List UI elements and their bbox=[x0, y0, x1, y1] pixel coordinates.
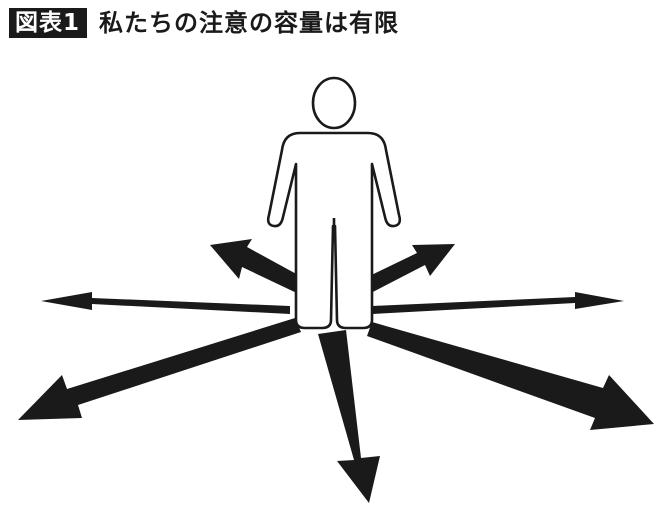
arrow-upper-left bbox=[210, 239, 311, 296]
arrow-down bbox=[318, 330, 380, 503]
arrow-lower-left bbox=[18, 318, 301, 420]
arrow-upper-right bbox=[357, 244, 455, 296]
person-outline-icon bbox=[266, 76, 402, 330]
arrow-lower-right bbox=[367, 322, 654, 430]
arrow-right bbox=[372, 292, 624, 314]
figure-label: 図表1 bbox=[9, 8, 88, 38]
figure-title: 私たちの注意の容量は有限 bbox=[99, 9, 400, 37]
figure-header: 図表1 私たちの注意の容量は有限 bbox=[9, 8, 399, 38]
arrow-left bbox=[41, 292, 290, 314]
